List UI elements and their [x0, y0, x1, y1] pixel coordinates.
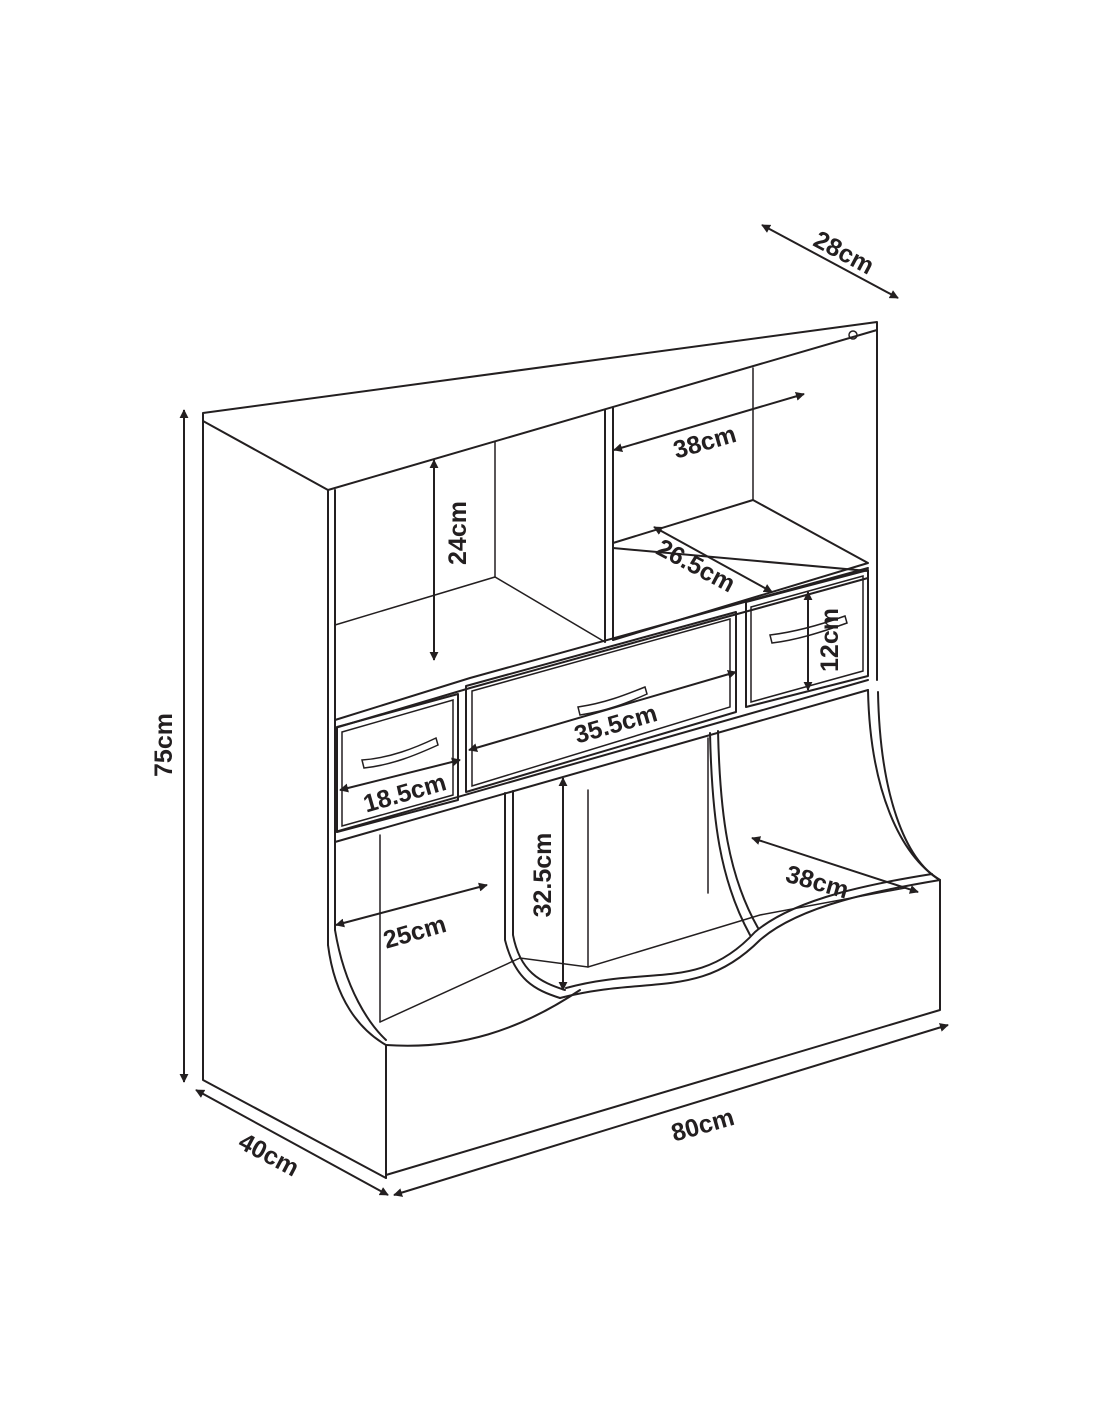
- right-bin-width-arrow: [751, 836, 919, 894]
- mid-shelf: [334, 679, 869, 843]
- side-depth-label: 40cm: [234, 1128, 304, 1183]
- left-drawer-width-arrow: [339, 757, 461, 793]
- top-panel: [202, 321, 878, 491]
- small-drawer-height-label: 12cm: [816, 608, 844, 672]
- center-drawer-width-arrow: [468, 669, 737, 753]
- side-depth-arrow: [195, 1089, 389, 1196]
- top-right-width-label: 38cm: [670, 420, 739, 465]
- left-bin-width-label: 25cm: [380, 910, 449, 955]
- bin-height-label: 32.5cm: [529, 833, 557, 918]
- lower-bins: [327, 689, 941, 1179]
- left-drawer-width-label: 18.5cm: [360, 768, 449, 818]
- top-depth-label: 28cm: [809, 226, 879, 281]
- cam-lock-hole: [848, 330, 858, 340]
- left-drawer: [336, 693, 459, 833]
- drawer-handle-icon: [361, 736, 439, 769]
- top-right-depth-label: 26.5cm: [652, 534, 740, 599]
- cabinet-outline: [202, 321, 878, 1179]
- top-right-depth-arrow: [653, 526, 773, 593]
- top-depth-arrow: [761, 224, 899, 299]
- total-height-label: 75cm: [150, 713, 178, 777]
- left-bin-width-arrow: [335, 882, 488, 928]
- total-width-arrow: [393, 1023, 949, 1197]
- upper-compartments: [334, 367, 869, 729]
- total-width-label: 80cm: [668, 1103, 737, 1148]
- left-side-panel: [202, 420, 387, 1179]
- dimension-labels: 75cm 80cm 40cm 28cm 24cm 38cm 26.5cm 12c…: [150, 226, 879, 1183]
- top-right-width-arrow: [613, 391, 805, 453]
- dimension-arrows: [179, 224, 949, 1197]
- top-left-height-label: 24cm: [444, 501, 472, 565]
- right-drawer: [745, 569, 869, 708]
